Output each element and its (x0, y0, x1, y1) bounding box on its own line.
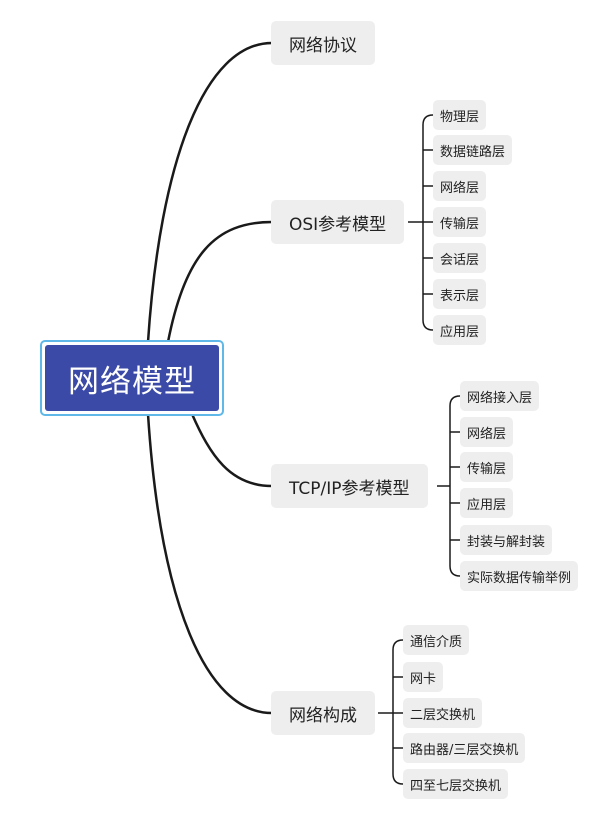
leaf-label: 通信介质 (410, 634, 463, 650)
leaf-label: 传输层 (440, 216, 480, 232)
leaf-label: 封装与解封装 (467, 534, 546, 550)
branch-osi-model[interactable]: OSI参考模型 (271, 200, 405, 244)
tcpip-leaf-transfer-example[interactable]: 实际数据传输举例 (460, 561, 579, 591)
root-node[interactable]: 网络模型 (40, 340, 224, 416)
connector-root-to-osi (166, 220, 274, 344)
tcpip-leaf-network-access[interactable]: 网络接入层 (460, 381, 540, 411)
leaf-label: 会话层 (440, 252, 480, 268)
connector-root-to-protocol (146, 41, 274, 344)
composition-leaf-medium[interactable]: 通信介质 (403, 625, 470, 655)
osi-leaf-physical[interactable]: 物理层 (433, 100, 487, 130)
tcpip-leaf-encapsulation[interactable]: 封装与解封装 (460, 525, 553, 555)
composition-leaf-router-l3-switch[interactable]: 路由器/三层交换机 (403, 733, 526, 763)
leaf-label: 数据链路层 (440, 144, 506, 160)
osi-leaf-session[interactable]: 会话层 (433, 243, 487, 273)
leaf-label: 表示层 (440, 288, 480, 304)
tcpip-leaf-application[interactable]: 应用层 (460, 488, 514, 518)
leaf-label: 二层交换机 (410, 707, 476, 723)
composition-leaf-l4-7-switch[interactable]: 四至七层交换机 (403, 769, 509, 799)
connector-root-to-composition (146, 412, 274, 715)
osi-leaf-presentation[interactable]: 表示层 (433, 279, 487, 309)
leaf-label: 网络层 (467, 426, 507, 442)
branch-label: OSI参考模型 (289, 214, 387, 235)
osi-leaf-network[interactable]: 网络层 (433, 171, 487, 201)
leaf-label: 应用层 (467, 497, 507, 513)
leaf-label: 实际数据传输举例 (467, 570, 572, 586)
leaf-label: 网络层 (440, 180, 480, 196)
leaf-label: 路由器/三层交换机 (410, 742, 519, 758)
branch-network-composition[interactable]: 网络构成 (271, 691, 375, 735)
branch-label: 网络构成 (289, 705, 357, 726)
branch-network-protocol[interactable]: 网络协议 (271, 21, 375, 65)
leaf-label: 传输层 (467, 461, 507, 477)
leaf-label: 物理层 (440, 109, 480, 125)
leaf-label: 网络接入层 (467, 390, 533, 406)
root-label: 网络模型 (45, 345, 219, 411)
tcpip-leaf-transport[interactable]: 传输层 (460, 452, 514, 482)
branch-label: TCP/IP参考模型 (289, 478, 410, 499)
osi-leaf-transport[interactable]: 传输层 (433, 207, 487, 237)
osi-leaf-application[interactable]: 应用层 (433, 315, 487, 345)
osi-leaf-data-link[interactable]: 数据链路层 (433, 135, 513, 165)
branch-label: 网络协议 (289, 35, 357, 56)
composition-leaf-nic[interactable]: 网卡 (403, 662, 444, 692)
composition-leaf-l2-switch[interactable]: 二层交换机 (403, 698, 483, 728)
branch-tcpip-model[interactable]: TCP/IP参考模型 (271, 464, 428, 508)
leaf-label: 应用层 (440, 324, 480, 340)
connector-root-to-tcpip (190, 412, 274, 488)
leaf-label: 网卡 (410, 671, 437, 687)
leaf-label: 四至七层交换机 (410, 778, 502, 794)
tcpip-leaf-network[interactable]: 网络层 (460, 417, 514, 447)
